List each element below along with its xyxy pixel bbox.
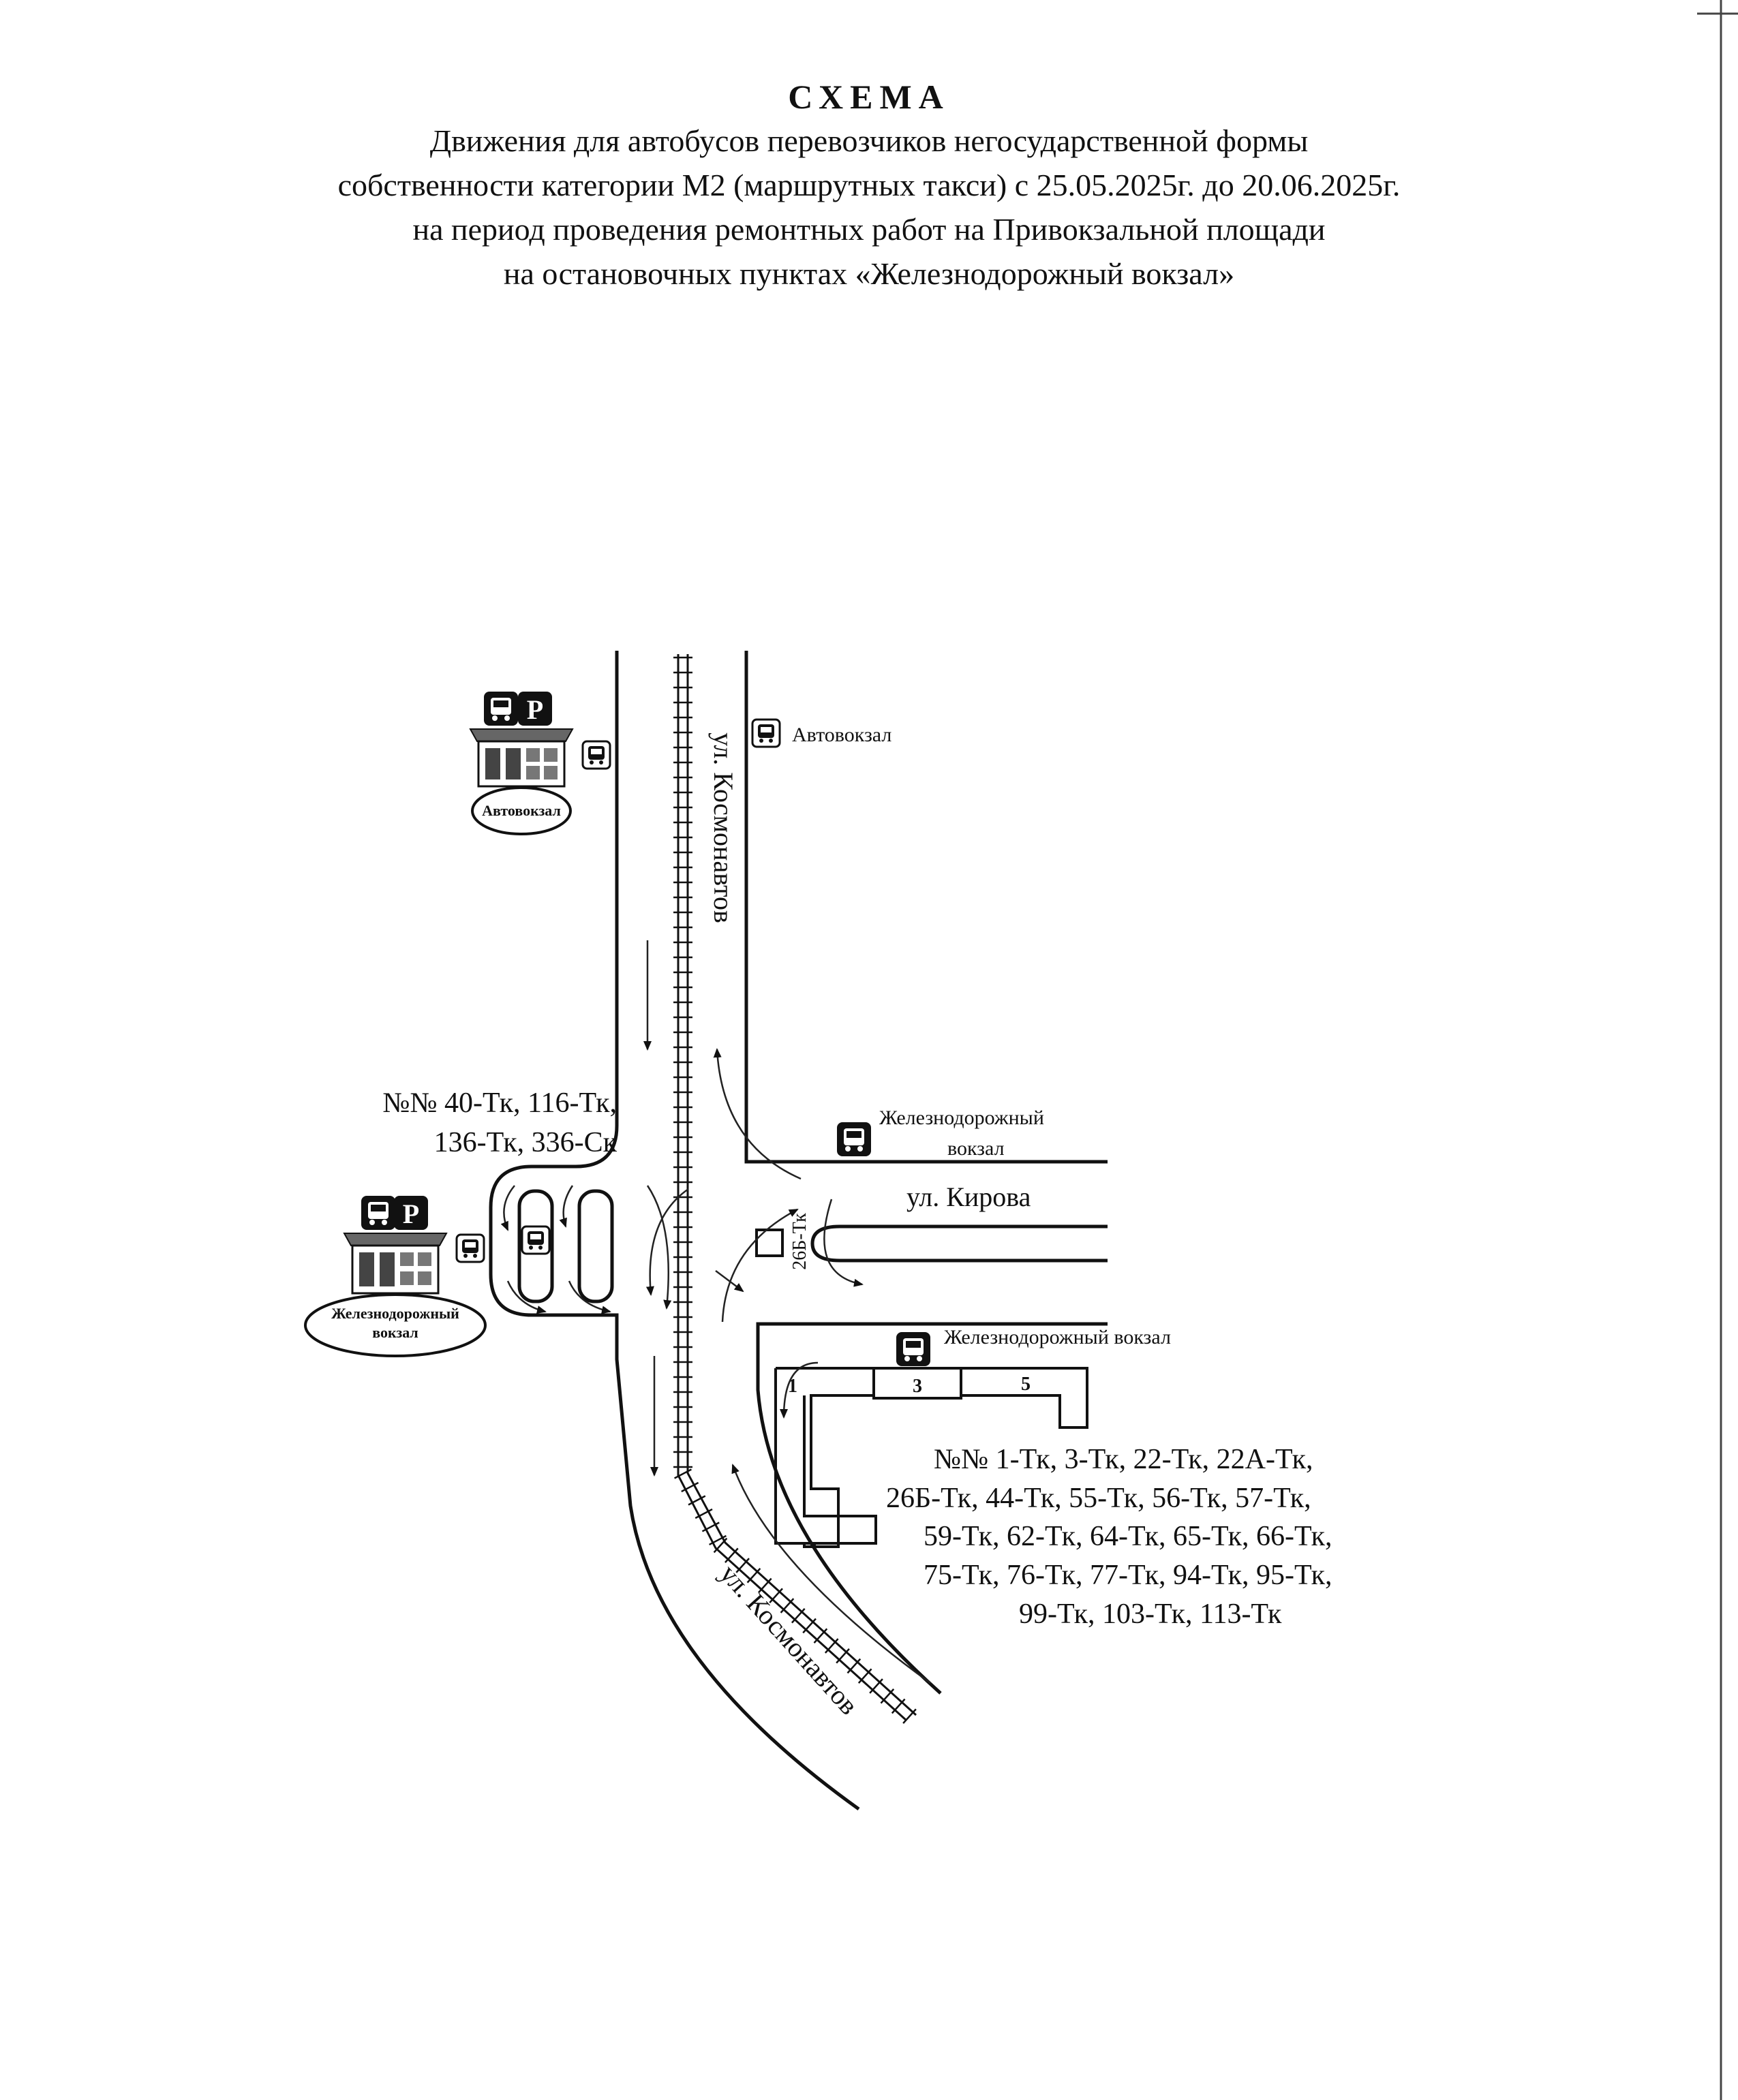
rail-tie — [709, 1534, 727, 1546]
stop-label-zhd-upper-2: вокзал — [947, 1137, 1005, 1160]
subtitle-line-2: собственности категории М2 (маршрутных т… — [337, 168, 1401, 202]
rail-tie — [757, 1577, 772, 1594]
direction-arrow-icon — [823, 1199, 864, 1287]
rail-tie — [869, 1678, 883, 1694]
rail-tie — [780, 1598, 795, 1613]
platform-number: 3 — [913, 1376, 922, 1397]
street-label-kirova: ул. Кирова — [906, 1182, 1031, 1212]
bus-stop-icon — [581, 740, 611, 770]
building-icon — [469, 728, 574, 742]
stop-label-avtovokzal: Автовокзал — [792, 724, 891, 746]
direction-arrow-icon — [731, 1464, 931, 1684]
document-header: СХЕМА Движения для автобусов перевозчико… — [0, 75, 1738, 296]
street-label-kosmonavtov-bottom: ул. Космонавтов — [714, 1558, 865, 1720]
routes-east: №№ 1-Тк, 3-Тк, 22-Тк, 22А-Тк, 26Б-Тк, 44… — [886, 1444, 1332, 1630]
parking-icon — [518, 692, 552, 726]
rail-tie — [857, 1668, 872, 1684]
rail-tie — [891, 1698, 906, 1714]
rail-tie — [836, 1648, 850, 1664]
island-bus-stop-icon — [521, 1225, 551, 1255]
direction-arrows — [500, 940, 931, 1684]
building-icon — [343, 1233, 448, 1246]
direction-arrow-icon — [500, 1185, 515, 1231]
direction-arrow-icon — [568, 1280, 611, 1314]
routes-west-line-2: 136-Тк, 336-Ск — [434, 1127, 618, 1158]
bus-station-label: Автовокзал — [482, 802, 561, 819]
rail-tie — [695, 1508, 713, 1519]
svg-text:P: P — [403, 1199, 419, 1229]
rail-tie — [902, 1708, 917, 1724]
document-title: СХЕМА — [788, 78, 950, 116]
direction-arrow-icon — [715, 1270, 744, 1293]
bus-stop-icon — [751, 718, 781, 748]
bus-stop-icon — [455, 1233, 485, 1263]
rail-station-label-1: Железнодорожный — [331, 1305, 459, 1322]
svg-text:P: P — [527, 694, 543, 725]
stop-label-zhd-lower: Железнодорожный вокзал — [944, 1326, 1171, 1348]
stop-label-zhd-upper-1: Железнодорожный — [879, 1107, 1044, 1129]
bus-station-building: P Автовокзал — [469, 692, 574, 835]
routes-east-line-5: 99-Тк, 103-Тк, 113-Тк — [1019, 1599, 1282, 1630]
direction-arrow-icon — [506, 1280, 547, 1314]
routes-west-line-1: №№ 40-Тк, 116-Тк, — [382, 1087, 617, 1119]
direction-arrow-icon — [559, 1185, 574, 1228]
direction-arrow-icon — [645, 1188, 689, 1296]
subtitle-line-3: на период проведения ремонтных работ на … — [412, 212, 1326, 247]
routes-east-line-4: 75-Тк, 76-Тк, 77-Тк, 94-Тк, 95-Тк, — [924, 1560, 1332, 1591]
routes-east-line-1: №№ 1-Тк, 3-Тк, 22-Тк, 22А-Тк, — [934, 1444, 1313, 1475]
direction-arrow-icon — [646, 1185, 672, 1310]
routes-east-line-3: 59-Тк, 62-Тк, 64-Тк, 65-Тк, 66-Тк, — [924, 1521, 1332, 1552]
platforms: 1 3 5 — [774, 1367, 1088, 1548]
rail-station-building: P Железнодорожный вокзал — [304, 1196, 487, 1357]
bus-stop-icon — [484, 692, 518, 726]
routes-west: №№ 40-Тк, 116-Тк, 136-Тк, 336-Ск — [382, 1087, 617, 1158]
subtitle-line-1: Движения для автобусов перевозчиков него… — [429, 123, 1309, 158]
rail-tie — [701, 1522, 720, 1532]
subtitle-line-4: на остановочных пунктах «Железнодорожный… — [503, 256, 1235, 291]
rail-tie — [802, 1618, 817, 1634]
direction-arrow-icon — [721, 1208, 799, 1323]
rail-tie — [735, 1558, 750, 1573]
road-edges — [489, 651, 1108, 1811]
platform-number: 1 — [788, 1376, 797, 1397]
routes-east-line-2: 26Б-Тк, 44-Тк, 55-Тк, 56-Тк, 57-Тк, — [886, 1483, 1311, 1514]
bus-islands — [517, 1189, 614, 1303]
rail-tie — [725, 1547, 739, 1563]
rail-tie — [769, 1588, 783, 1603]
bus-stop-icon — [361, 1196, 395, 1230]
rail-station-label-2: вокзал — [372, 1324, 418, 1341]
rail-tie — [688, 1495, 706, 1506]
rail-tie — [880, 1688, 895, 1704]
rail-tie — [791, 1608, 806, 1624]
rail-tie — [713, 1537, 728, 1554]
direction-arrow-icon — [780, 1361, 819, 1419]
rail-tie — [813, 1628, 828, 1643]
rail-tie — [674, 1468, 692, 1479]
kirova-stop-box — [755, 1229, 784, 1257]
bus-stop-icon — [837, 1122, 871, 1156]
parking-icon — [394, 1196, 428, 1230]
street-label-kosmonavtov-top: ул. Космонавтов — [708, 732, 739, 923]
direction-arrow-icon — [713, 1048, 802, 1180]
rail-tie — [824, 1638, 839, 1654]
kirova-stop-route: 26Б-Тк — [789, 1213, 810, 1270]
bus-stop-icon — [896, 1332, 930, 1366]
railway — [673, 654, 917, 1724]
platform-number: 5 — [1021, 1374, 1031, 1395]
rail-tie — [746, 1568, 761, 1584]
rail-tie — [681, 1481, 699, 1493]
rail-tie — [847, 1658, 862, 1674]
